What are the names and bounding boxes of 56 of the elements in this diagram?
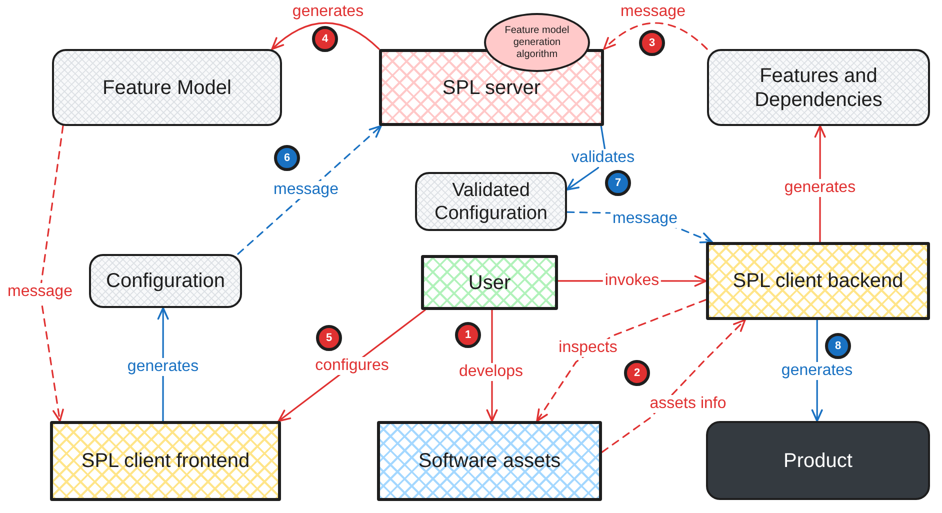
edge-label: message [272, 181, 340, 199]
hatched-box [379, 49, 604, 126]
step-badge [639, 30, 665, 56]
node-label: Features and Dependencies [754, 64, 884, 112]
node-label: SPL server [442, 76, 541, 100]
edge-label: develops [456, 363, 526, 381]
rounded-box [706, 421, 930, 500]
node-label: Product [784, 448, 852, 472]
hatched-box [377, 421, 602, 501]
edge-label: configures [313, 357, 391, 375]
edge-label: generates [290, 3, 366, 21]
step-number: 5 [326, 332, 332, 344]
node-label: User [468, 270, 511, 294]
edge-label: generates [782, 179, 858, 197]
step-number: 8 [834, 340, 842, 352]
node-label: Configuration [106, 269, 225, 293]
rounded-box [52, 49, 282, 126]
step-number: 6 [284, 152, 290, 164]
edge-label: inspects [556, 339, 620, 357]
dashed-arrow [601, 319, 746, 453]
step-number: 1 [464, 329, 472, 341]
step-number: 3 [648, 37, 656, 49]
step-badge [274, 145, 300, 171]
node-label: SPL client frontend [81, 449, 250, 473]
dashed-arrow [536, 298, 707, 422]
algorithm-ellipse [484, 13, 590, 72]
step-badge [624, 360, 650, 386]
rounded-box [415, 172, 567, 231]
step-badge [825, 333, 851, 359]
node-label: Software assets [418, 449, 561, 473]
hatched-box [421, 255, 558, 310]
edge-label: message [6, 283, 74, 301]
edge-label: generates [779, 362, 855, 380]
step-badge [605, 170, 631, 196]
step-badge [316, 325, 342, 351]
node-label: SPL client backend [732, 269, 904, 293]
arrow [271, 22, 380, 50]
edge-label: message [610, 210, 680, 228]
dashed-arrow [237, 125, 382, 255]
edge-label: validates [569, 149, 637, 167]
hatched-box [706, 242, 930, 320]
hatched-box [50, 421, 281, 501]
edge-label: assets info [648, 395, 728, 413]
dashed-arrow [39, 125, 64, 422]
step-badge [312, 26, 338, 52]
node-label: Feature model generation algorithm [504, 24, 570, 60]
edge-label: generates [125, 358, 201, 376]
rounded-box [89, 254, 242, 308]
node-label: Feature Model [102, 76, 232, 100]
node-label: Validated Configuration [433, 178, 549, 224]
step-number: 4 [322, 33, 328, 45]
dashed-arrow [603, 22, 708, 50]
step-badge [455, 322, 481, 348]
step-number: 7 [614, 177, 622, 189]
step-number: 2 [634, 367, 640, 379]
rounded-box [707, 49, 930, 126]
